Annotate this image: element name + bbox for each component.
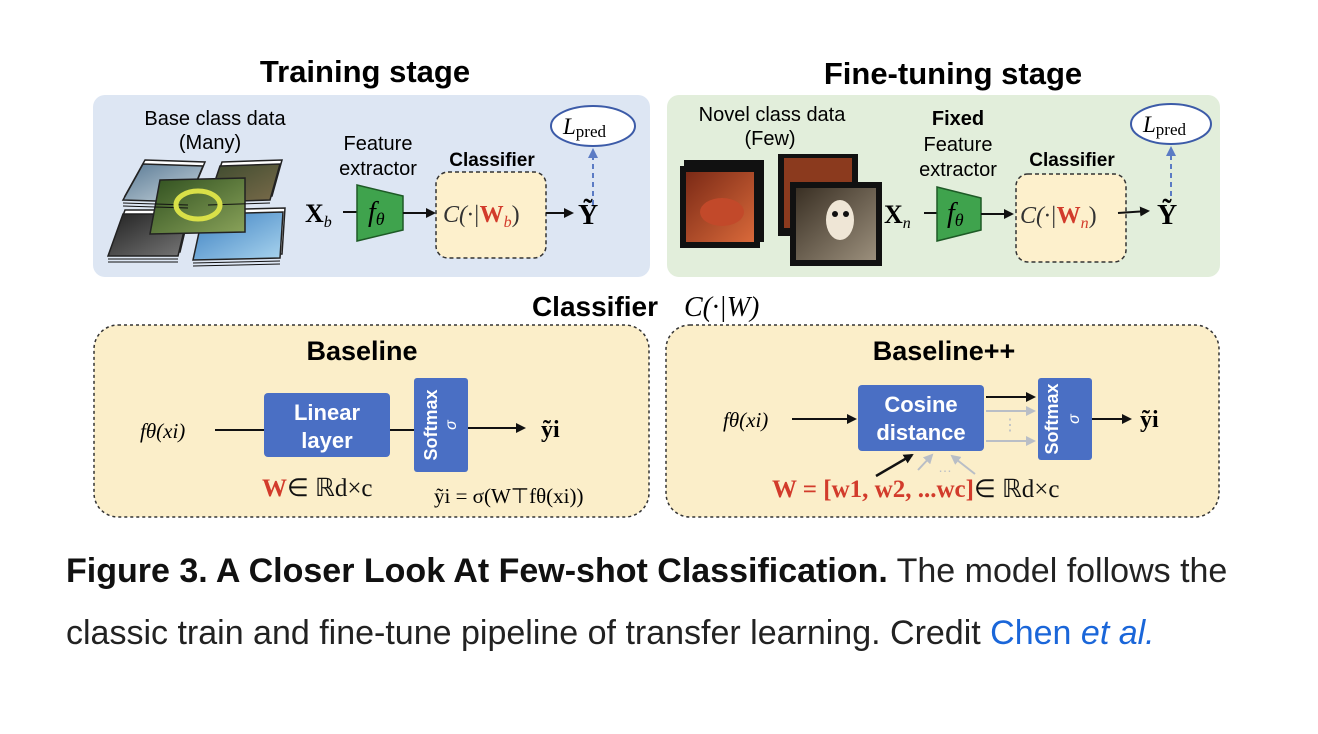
finetune-extractor-label: extractor xyxy=(919,159,997,181)
baseline-sigma: σ xyxy=(443,419,460,430)
baselinepp-softmax xyxy=(1038,378,1092,460)
training-feature-label: Feature xyxy=(344,133,413,155)
training-classifier-box xyxy=(435,171,547,259)
base-class-images xyxy=(106,159,286,267)
baseline-input: fθ(xi) xyxy=(140,419,185,443)
finetune-fixed-label: Fixed xyxy=(932,108,984,130)
baselinepp-layer-label-2: distance xyxy=(876,420,965,445)
caption-bold: Figure 3. A Closer Look At Few-shot Clas… xyxy=(66,552,888,590)
baselinepp-softmax-label: Softmax xyxy=(1042,383,1062,454)
caption-link-etal: et al. xyxy=(1080,614,1155,652)
training-loss: Lpred xyxy=(562,114,607,141)
training-loss-node xyxy=(550,105,636,147)
transfer-learning-diagram: Training stage Base class data (Many) Fe… xyxy=(93,54,1220,518)
training-stage-title: Training stage xyxy=(260,54,470,89)
finetune-extractor-symbol: fθ xyxy=(947,198,964,230)
finetune-feature-extractor xyxy=(936,186,982,242)
figure-caption: Figure 3. A Closer Look At Few-shot Clas… xyxy=(66,540,1256,664)
training-input: Xb xyxy=(305,199,332,231)
classifier-header-expr: C(·|W) xyxy=(684,292,759,323)
finetune-output: Ỹ xyxy=(1157,199,1177,231)
svg-text:⋮: ⋮ xyxy=(1002,417,1018,434)
baseline-formula: ỹi = σ(W⊤fθ(xi)) xyxy=(434,484,583,508)
finetune-classifier-label: Classifier xyxy=(1029,150,1115,171)
baselinepp-layer-label-1: Cosine xyxy=(884,392,957,417)
finetune-loss-node xyxy=(1130,103,1212,145)
training-extractor-label: extractor xyxy=(339,158,417,180)
training-classifier-label: Classifier xyxy=(449,150,535,171)
baseline-layer-label-1: Linear xyxy=(294,400,360,425)
finetune-loss: Lpred xyxy=(1142,112,1187,139)
caption-link-name: Chen xyxy=(990,614,1081,652)
svg-text:…: … xyxy=(938,459,952,475)
baseline-output: ỹi xyxy=(541,417,560,443)
baseline-softmax-label: Softmax xyxy=(421,389,441,460)
finetune-stage-title: Fine-tuning stage xyxy=(824,56,1082,91)
novel-class-data-count: (Few) xyxy=(744,128,795,150)
baseline-title: Baseline xyxy=(306,336,417,366)
training-classifier-expr: C(·|Wb) xyxy=(443,202,520,231)
training-extractor-symbol: fθ xyxy=(368,197,385,229)
classifier-header-label: Classifier xyxy=(532,291,658,322)
baselinepp-input: fθ(xi) xyxy=(723,408,768,432)
caption-credit-link[interactable]: Chen et al. xyxy=(990,614,1154,652)
base-class-data-label: Base class data xyxy=(144,108,286,130)
caption-text: The model follows the classic train and … xyxy=(66,552,1228,652)
finetune-classifier-box xyxy=(1015,173,1127,263)
baselinepp-sigma: σ xyxy=(1066,413,1083,424)
finetune-output-arrow xyxy=(1117,206,1150,217)
baselinepp-output: ỹi xyxy=(1140,407,1159,433)
baseline-weight: W∈ ℝd×c xyxy=(262,475,373,502)
baselinepp-title: Baseline++ xyxy=(873,336,1016,366)
baseline-softmax xyxy=(414,378,468,472)
finetune-classifier-expr: C(·|Wn) xyxy=(1020,203,1097,232)
training-output: Ỹ xyxy=(578,199,598,231)
baselinepp-weight: W = [w1, w2, ...wc]∈ ℝd×c xyxy=(772,476,1059,503)
novel-class-data-label: Novel class data xyxy=(699,104,847,126)
base-class-data-count: (Many) xyxy=(179,132,241,154)
baseline-layer-label-2: layer xyxy=(301,428,353,453)
finetune-input: Xn xyxy=(884,200,911,232)
training-feature-extractor xyxy=(356,184,404,242)
baseline-linear-layer xyxy=(264,393,390,457)
novel-class-images xyxy=(680,154,882,266)
baselinepp-weight-arrows: … xyxy=(875,453,976,478)
baselinepp-multi-arrows: ⋮ xyxy=(986,392,1036,446)
finetune-feature-label: Feature xyxy=(924,134,993,156)
baselinepp-cosine-distance xyxy=(858,385,984,451)
